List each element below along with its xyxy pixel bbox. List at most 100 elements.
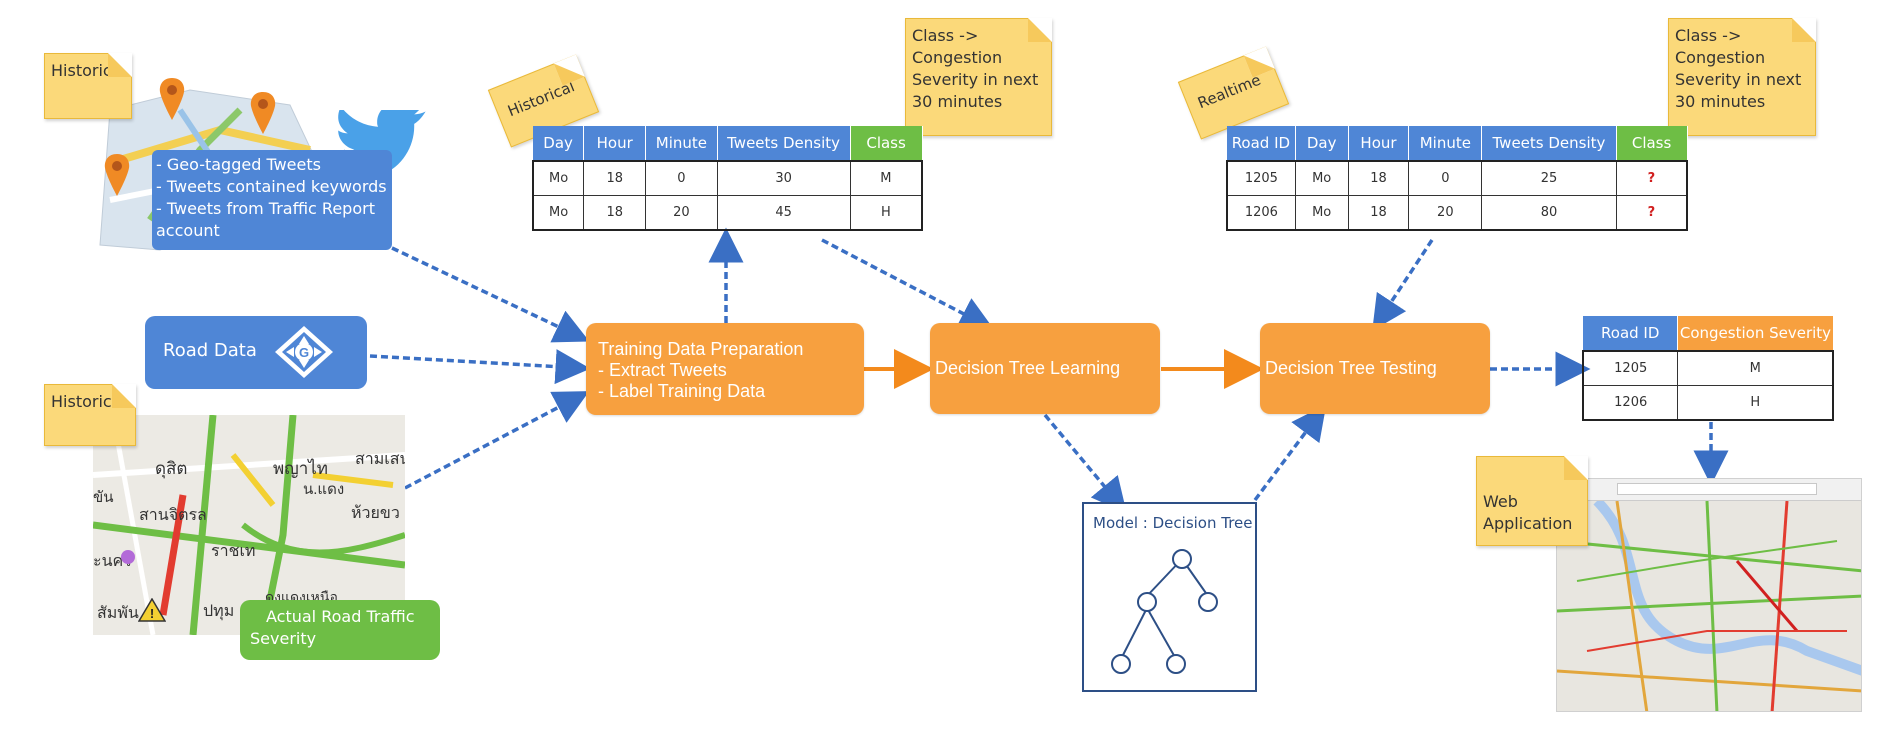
- table-header-row: Road ID Day Hour Minute Tweets Density C…: [1227, 126, 1688, 161]
- arrow-model-to-testing: [1253, 404, 1327, 502]
- tweet-sources-box: - Geo-tagged Tweets - Tweets contained k…: [152, 150, 392, 250]
- column-header: Hour: [1348, 126, 1410, 161]
- table-cell: Mo: [1294, 160, 1349, 196]
- note-line: Class ->: [912, 26, 979, 45]
- table-header-row: Road ID Congestion Severity: [1583, 316, 1834, 351]
- column-header: Minute: [645, 126, 718, 161]
- table-cell: 0: [1408, 160, 1483, 196]
- process-line: - Extract Tweets: [598, 360, 727, 380]
- arrow-tweets-to-prep: [391, 246, 590, 343]
- map-label: ห้วยขว: [351, 505, 400, 522]
- actual-severity-line: Severity: [250, 629, 317, 648]
- decision-tree-learning-box: Decision Tree Learning: [930, 323, 1160, 414]
- map-label: น.แดง: [303, 481, 345, 498]
- table-cell: 20: [1408, 195, 1483, 231]
- column-header: Road ID: [1227, 126, 1296, 161]
- table-cell: 45: [716, 195, 851, 231]
- table-cell: Mo: [1294, 195, 1349, 231]
- process-line: Training Data Preparation: [598, 339, 804, 359]
- arrow-training-table-to-learning: [821, 238, 995, 330]
- model-title: Model : Decision Tree: [1093, 514, 1253, 532]
- table-row: 1206 Mo 18 20 80 ?: [1226, 195, 1688, 231]
- column-header: Road ID: [1583, 316, 1679, 351]
- map-pin-icon: [249, 90, 277, 138]
- result-table: Road ID Congestion Severity 1205 M 1206 …: [1582, 316, 1834, 421]
- note-line: Class ->: [1675, 26, 1742, 45]
- road-data-box: Road Data G: [145, 316, 367, 389]
- table-cell: Mo: [532, 160, 585, 196]
- note-class-right: Class -> Congestion Severity in next 30 …: [1668, 18, 1816, 136]
- road-data-label: Road Data: [163, 340, 257, 361]
- column-header: Class: [1616, 126, 1688, 161]
- column-header: Day: [533, 126, 585, 161]
- note-historical-map: Historical: [44, 53, 132, 119]
- table-cell: 1205: [1582, 350, 1679, 386]
- table-cell: 18: [583, 195, 647, 231]
- note-class-top: Class -> Congestion Severity in next 30 …: [905, 18, 1052, 136]
- tweet-source-line: - Tweets from Traffic Report: [156, 199, 375, 218]
- table-cell: 25: [1481, 160, 1617, 196]
- training-data-table: Day Hour Minute Tweets Density Class Mo …: [532, 126, 923, 231]
- map-label: ขัน: [93, 489, 114, 506]
- arrow-traffic-to-prep: [404, 391, 590, 490]
- table-cell: 18: [583, 160, 647, 196]
- table-cell: 18: [1347, 195, 1410, 231]
- table-row: Mo 18 20 45 H: [532, 195, 923, 231]
- table-cell: 1205: [1226, 160, 1296, 196]
- arrow-learning-to-model: [1043, 413, 1127, 514]
- note-text: Historical: [51, 61, 126, 80]
- model-decision-tree-box: Model : Decision Tree: [1082, 502, 1257, 692]
- note-text: Realtime: [1195, 70, 1264, 113]
- map-label: สานจิตรล: [139, 507, 207, 524]
- table-cell: 30: [716, 160, 851, 196]
- column-header: Tweets Density: [1481, 126, 1617, 161]
- note-text: Web Application: [1483, 492, 1573, 533]
- map-label: สัมพัน: [97, 605, 139, 622]
- map-label: ดุสิต: [155, 459, 188, 478]
- table-cell: 1206: [1582, 385, 1679, 421]
- map-pin-icon: [158, 76, 186, 124]
- actual-severity-line: Actual Road Traffic: [266, 607, 415, 626]
- table-row: 1205 Mo 18 0 25 ?: [1226, 160, 1688, 196]
- note-historical-traffic: Historical: [44, 384, 136, 446]
- table-cell: M: [1677, 350, 1834, 386]
- note-line: Severity in next: [912, 70, 1039, 89]
- table-cell: 18: [1347, 160, 1410, 196]
- browser-address-bar: [1617, 483, 1817, 495]
- svg-text:!: !: [150, 606, 154, 621]
- map-label: ราชเท: [211, 543, 256, 560]
- tweet-source-line: - Geo-tagged Tweets: [156, 155, 321, 174]
- map-label: สามเสน: [355, 451, 405, 468]
- note-line: Congestion: [912, 48, 1003, 67]
- process-label: Decision Tree Learning: [935, 358, 1121, 378]
- process-label: Decision Tree Testing: [1265, 358, 1437, 378]
- column-header: Hour: [583, 126, 647, 161]
- road-sign-icon: G: [273, 324, 335, 380]
- warning-icon: !: [137, 597, 167, 622]
- arrow-realtime-to-testing: [1372, 239, 1434, 331]
- realtime-data-table: Road ID Day Hour Minute Tweets Density C…: [1226, 126, 1688, 231]
- note-line: 30 minutes: [912, 92, 1003, 111]
- column-header: Minute: [1408, 126, 1483, 161]
- table-cell: ?: [1615, 195, 1688, 231]
- map-label: ปทุม: [203, 603, 235, 620]
- table-cell: Mo: [532, 195, 585, 231]
- training-data-preparation-box: Training Data Preparation - Extract Twee…: [586, 323, 864, 415]
- svg-text:G: G: [299, 345, 309, 360]
- table-cell: ?: [1615, 160, 1688, 196]
- column-header: Day: [1295, 126, 1349, 161]
- table-cell: M: [849, 160, 923, 196]
- traffic-map: ดุสิต พญาไท สามเสน สานจิตรล ราชเท ห้วยขว…: [93, 415, 405, 635]
- table-cell: 20: [645, 195, 718, 231]
- note-text: Historical: [505, 77, 578, 121]
- table-row: Mo 18 0 30 M: [532, 160, 923, 196]
- note-line: 30 minutes: [1675, 92, 1766, 111]
- table-cell: H: [849, 195, 923, 231]
- table-cell: H: [1677, 385, 1834, 421]
- note-web-application: Web Application: [1476, 456, 1588, 546]
- table-row: 1205 M: [1582, 350, 1834, 386]
- note-line: Severity in next: [1675, 70, 1802, 89]
- table-header-row: Day Hour Minute Tweets Density Class: [533, 126, 923, 161]
- column-header: Class: [850, 126, 923, 161]
